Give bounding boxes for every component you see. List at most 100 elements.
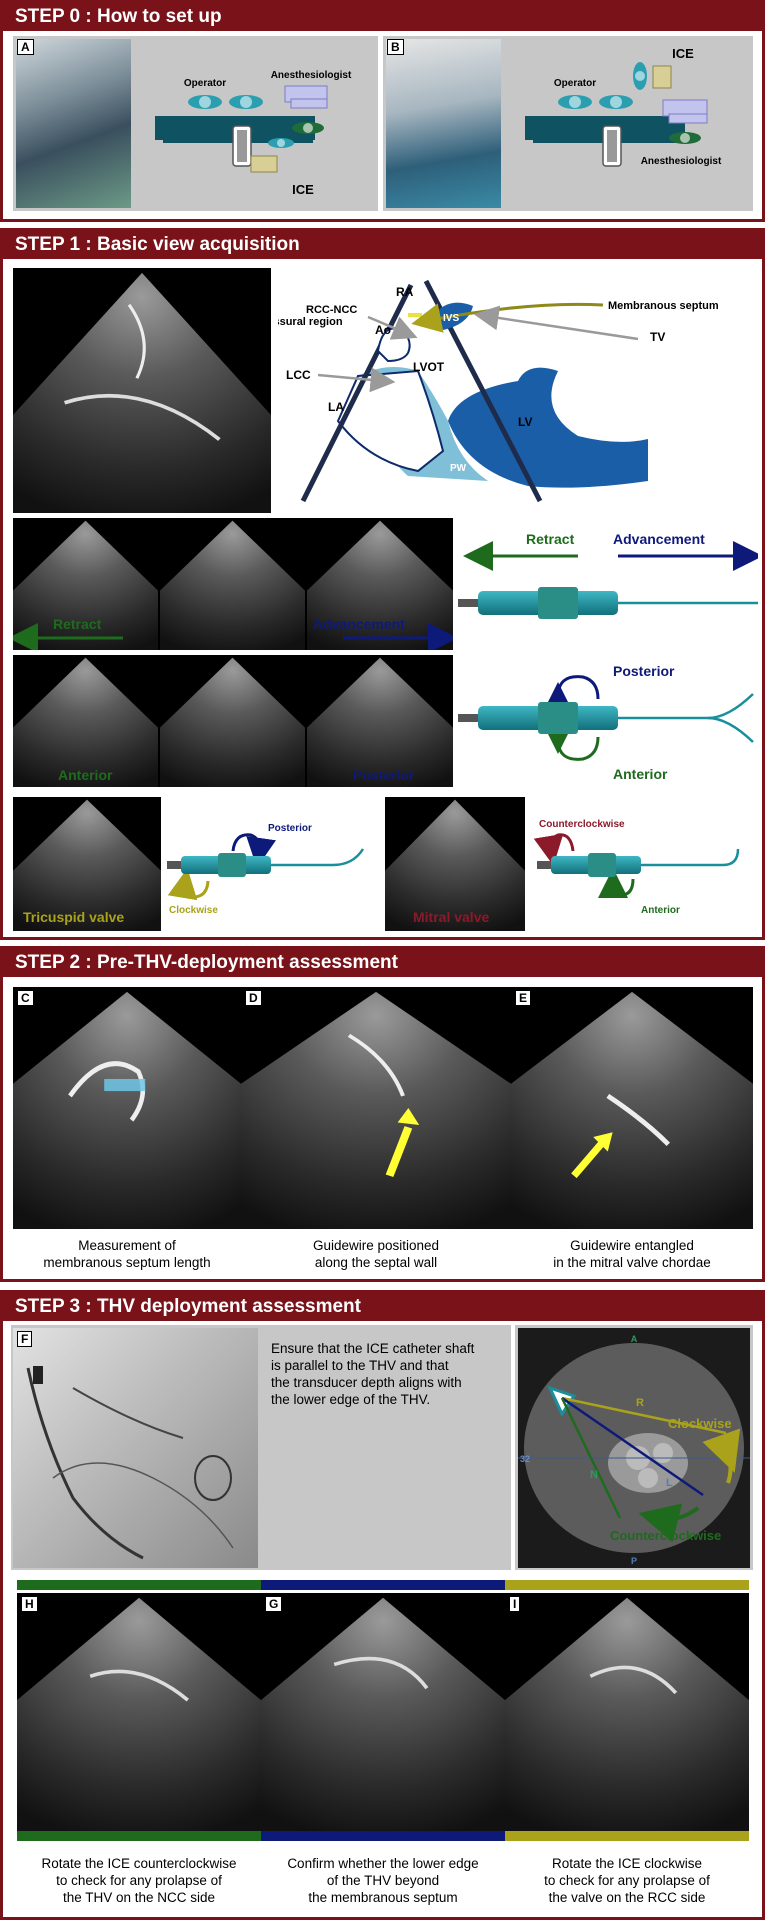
anterior-posterior-strip: Anterior Posterior bbox=[13, 655, 453, 787]
echo-anterior bbox=[13, 655, 158, 787]
panel-b-label: B bbox=[387, 39, 404, 55]
panel-b: B Operator ICE Anesthesiologist bbox=[383, 36, 753, 211]
retract-advance-strip: Retract Advancement bbox=[13, 518, 453, 650]
membranous-septum-label: Membranous septum bbox=[608, 300, 719, 312]
bar-top-blue bbox=[261, 1580, 505, 1590]
fluoroscopy-image: F bbox=[13, 1328, 258, 1568]
commissural-label: commissural region bbox=[278, 316, 343, 328]
catheter-counterclockwise-diagram: Counterclockwise Anterior bbox=[533, 819, 740, 916]
retract-echo-label: Retract bbox=[53, 616, 102, 632]
panel-i-caption-line2: to check for any prolapse of bbox=[544, 1873, 710, 1888]
posterior-echo-label: Posterior bbox=[353, 767, 415, 783]
panel-i-caption-line3: the valve on the RCC side bbox=[548, 1890, 706, 1905]
instruction-line3: the transducer depth aligns with bbox=[271, 1375, 462, 1390]
bar-bottom-blue bbox=[261, 1831, 505, 1841]
panel-h-caption-line1: Rotate the ICE counterclockwise bbox=[41, 1856, 237, 1871]
instruction-line4: the lower edge of the THV. bbox=[271, 1392, 431, 1407]
echo-retract bbox=[13, 518, 158, 650]
mitral-label: Mitral valve bbox=[413, 909, 490, 925]
panel-c-label: C bbox=[17, 990, 34, 1006]
bar-bottom-yellow bbox=[505, 1831, 749, 1841]
la-label: LA bbox=[328, 400, 344, 414]
panel-b-setup-diagram: Operator ICE Anesthesiologist bbox=[525, 46, 722, 167]
tv-label: TV bbox=[650, 330, 665, 344]
catheter-flex-diagram bbox=[458, 675, 754, 761]
panel-b-photo bbox=[386, 39, 501, 208]
panel-d-caption-line1: Guidewire positioned bbox=[312, 1238, 440, 1253]
ct-n-label: N bbox=[590, 1469, 598, 1481]
lcc-label: LCC bbox=[286, 368, 311, 382]
panel-i-caption: Rotate the ICE clockwise to check for an… bbox=[505, 1855, 749, 1906]
anterior-small-label: Anterior bbox=[641, 905, 680, 916]
panel-c-caption-line2: membranous septum length bbox=[43, 1255, 211, 1270]
panel-e-label: E bbox=[515, 990, 532, 1006]
echo-tricuspid: Tricuspid valve bbox=[13, 797, 161, 931]
lv-label: LV bbox=[518, 415, 532, 429]
anterior-echo-label: Anterior bbox=[58, 767, 113, 783]
panel-f-label: F bbox=[17, 1331, 33, 1347]
step3-section: STEP 3 : THV deployment assessment F Ens… bbox=[0, 1290, 765, 1920]
posterior-label: Posterior bbox=[613, 663, 675, 679]
tricuspid-label: Tricuspid valve bbox=[23, 909, 125, 925]
echo-panel-g: G bbox=[261, 1593, 505, 1831]
instruction-line1: Ensure that the ICE catheter shaft bbox=[271, 1341, 475, 1356]
step1-section: STEP 1 : Basic view acquisition RCC-NCC … bbox=[0, 228, 765, 940]
ivs-label: IVS bbox=[443, 313, 459, 324]
posterior-small-label: Posterior bbox=[268, 823, 312, 834]
ct-a-label: A bbox=[631, 1334, 638, 1344]
panel-h-caption-line3: the THV on the NCC side bbox=[62, 1890, 216, 1905]
ct-counterclockwise-label: Counterclockwise bbox=[610, 1528, 721, 1543]
ra-label: RA bbox=[396, 285, 414, 299]
ct-p-label: P bbox=[631, 1556, 637, 1566]
panel-e-caption-line2: in the mitral valve chordae bbox=[553, 1255, 711, 1270]
echo-neutral bbox=[160, 518, 305, 650]
anesthesiologist-label: Anesthesiologist bbox=[271, 70, 352, 81]
step0-section: STEP 0 : How to set up A Operator Anesth… bbox=[0, 0, 765, 222]
basic-view-echo bbox=[13, 268, 271, 513]
counterclockwise-small-label: Counterclockwise bbox=[539, 819, 625, 830]
ct-image: A P 32 R N L Clockwise Counterclockwise bbox=[518, 1328, 750, 1568]
panel-i-caption-line1: Rotate the ICE clockwise bbox=[551, 1856, 703, 1871]
instruction-line2: is parallel to the THV and that bbox=[271, 1358, 449, 1373]
bar-bottom-green bbox=[17, 1831, 261, 1841]
panel-h-label: H bbox=[21, 1596, 38, 1612]
echo-panel-c: C bbox=[13, 987, 241, 1229]
anesthesiologist-label-b: Anesthesiologist bbox=[641, 156, 722, 167]
echo-mitral: Mitral valve bbox=[385, 797, 525, 931]
rcc-ncc-label: RCC-NCC bbox=[306, 304, 357, 316]
ao-label: Ao bbox=[375, 323, 391, 337]
panel-a-label: A bbox=[17, 39, 34, 55]
step1-title: STEP 1 : Basic view acquisition bbox=[3, 231, 762, 259]
echo-advance bbox=[307, 518, 453, 650]
ct-depth-label: 32 bbox=[520, 1454, 530, 1464]
step2-section: STEP 2 : Pre-THV-deployment assessment C… bbox=[0, 946, 765, 1282]
advancement-label: Advancement bbox=[613, 531, 705, 547]
echo-posterior bbox=[307, 655, 453, 787]
echo-panel-i: I bbox=[505, 1593, 749, 1831]
step2-title: STEP 2 : Pre-THV-deployment assessment bbox=[3, 949, 762, 977]
catheter-advance-diagram bbox=[458, 541, 758, 619]
echo-panel-d: D bbox=[241, 987, 511, 1229]
panel-c-caption-line1: Measurement of bbox=[78, 1238, 176, 1253]
panel-d-caption: Guidewire positioned along the septal wa… bbox=[241, 1237, 511, 1271]
panel-g-caption: Confirm whether the lower edge of the TH… bbox=[261, 1855, 505, 1906]
panel-g-label: G bbox=[265, 1596, 283, 1612]
panel-d-label: D bbox=[245, 990, 262, 1006]
echo-center bbox=[160, 655, 305, 787]
panel-a: A Operator Anesthesiologist ICE bbox=[13, 36, 378, 211]
panel-g-caption-line3: the membranous septum bbox=[308, 1890, 458, 1905]
panel-i-label: I bbox=[509, 1596, 521, 1612]
operator-label: Operator bbox=[184, 78, 226, 89]
panel-a-photo bbox=[16, 39, 131, 208]
panel-d-caption-line2: along the septal wall bbox=[314, 1255, 438, 1270]
clockwise-small-label: Clockwise bbox=[169, 905, 218, 916]
panel-a-setup-diagram: Operator Anesthesiologist ICE bbox=[155, 70, 352, 197]
panel-g-caption-line1: Confirm whether the lower edge bbox=[287, 1856, 479, 1871]
panel-c-caption: Measurement of membranous septum length bbox=[13, 1237, 241, 1271]
ice-label-b: ICE bbox=[672, 46, 694, 61]
ct-clockwise-label: Clockwise bbox=[668, 1416, 732, 1431]
bar-top-yellow bbox=[505, 1580, 749, 1590]
step3-title: STEP 3 : THV deployment assessment bbox=[3, 1293, 762, 1321]
instruction-text: Ensure that the ICE catheter shaft is pa… bbox=[271, 1340, 501, 1408]
ice-label: ICE bbox=[292, 182, 314, 197]
